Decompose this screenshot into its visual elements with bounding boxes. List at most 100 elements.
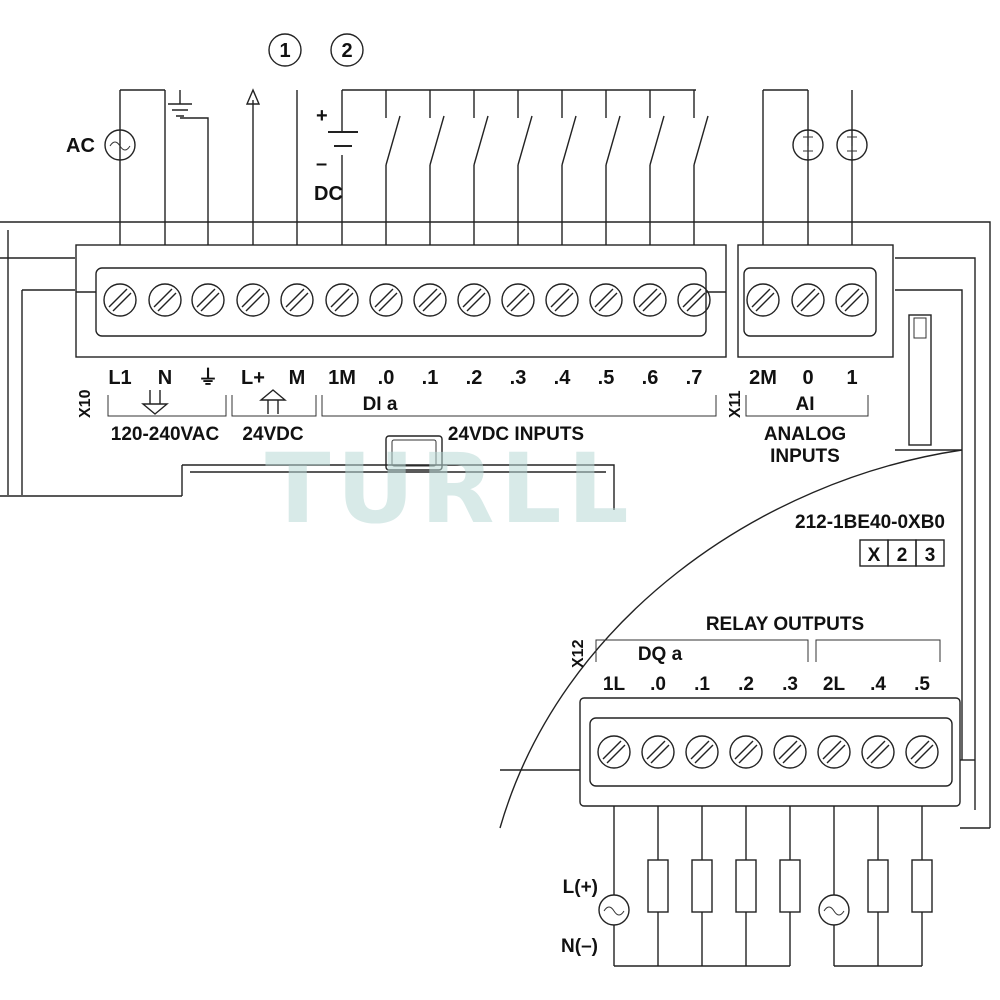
x10-screw-row	[103, 283, 711, 317]
x11-terminal-block	[737, 244, 894, 358]
x11-terminal-label-0: 2M	[749, 367, 777, 389]
dc-plus-label: +	[316, 105, 328, 127]
x11-screw-0	[746, 283, 780, 317]
x10-inputs-title: DI a	[363, 394, 398, 415]
load-3-icon	[779, 806, 801, 966]
x12-screw-row	[597, 735, 939, 769]
input-switch-6-icon	[649, 90, 665, 245]
x10-terminal-label-4: M	[289, 367, 306, 389]
x10-screw-13	[677, 283, 711, 317]
x10-screw-6	[369, 283, 403, 317]
x10-screw-5	[325, 283, 359, 317]
load-supply-1-icon	[598, 894, 630, 926]
x11-screw-2	[835, 283, 869, 317]
x12-screw-5	[817, 735, 851, 769]
x10-terminal-label-13: .7	[686, 367, 703, 389]
x10-screw-2	[191, 283, 225, 317]
x10-group-brackets	[107, 389, 717, 417]
x11-group-line1: ANALOG	[764, 424, 846, 445]
ac-label: AC	[66, 135, 95, 157]
x10-terminal-block	[75, 244, 727, 358]
x10-terminal-label-8: .2	[466, 367, 483, 389]
x10-screw-9	[501, 283, 535, 317]
x10-terminal-label-11: .5	[598, 367, 615, 389]
x10-group-sensor: 24VDC	[242, 424, 304, 445]
x10-group-inputs: 24VDC INPUTS	[448, 424, 584, 445]
x10-terminal-label-5: 1M	[328, 367, 356, 389]
x10-screw-3	[236, 283, 270, 317]
ac-source-symbol	[104, 129, 136, 161]
x12-terminal-label-3: .2	[738, 674, 754, 695]
plc-housing	[0, 221, 991, 829]
x11-group-bracket	[745, 395, 869, 417]
x12-group-title: RELAY OUTPUTS	[706, 614, 864, 635]
dc-minus-label: –	[316, 153, 327, 175]
input-switch-1-icon	[429, 90, 445, 245]
load-l-label: L(+)	[563, 877, 598, 898]
x11-terminal-label-2: 1	[846, 367, 857, 389]
analog-sensor-0-icon	[792, 129, 824, 161]
relay-output-loads	[598, 806, 933, 967]
x12-screw-4	[773, 735, 807, 769]
load-1-icon	[691, 806, 713, 966]
x10-screw-0	[103, 283, 137, 317]
output-arrow-icon	[245, 88, 261, 105]
x12-connector-id: X12	[570, 639, 587, 668]
marker-1-label: 1	[279, 40, 290, 62]
x12-terminal-label-4: .3	[782, 674, 798, 695]
x10-terminal-label-3: L+	[241, 367, 265, 389]
x10-terminal-label-9: .3	[510, 367, 527, 389]
part-number: 212-1BE40-0XB0	[795, 512, 945, 533]
x12-terminal-label-1: .0	[650, 674, 666, 695]
load-4-icon	[867, 806, 889, 966]
marker-2: 2	[330, 33, 364, 67]
load-2-icon	[735, 806, 757, 966]
x10-screw-7	[413, 283, 447, 317]
x12-terminal-label-0: 1L	[603, 674, 626, 695]
x12-screw-1	[641, 735, 675, 769]
input-switch-4-icon	[561, 90, 577, 245]
x12-screw-6	[861, 735, 895, 769]
x10-screw-10	[545, 283, 579, 317]
input-switch-0-icon	[385, 90, 401, 245]
power-in-arrow-icon	[141, 390, 169, 415]
x10-connector-id: X10	[77, 389, 94, 418]
x12-bracket-2	[815, 639, 941, 662]
x10-terminal-label-0: L1	[108, 367, 131, 389]
input-switch-5-icon	[605, 90, 621, 245]
x12-terminal-label-5: 2L	[823, 674, 846, 695]
x10-screw-8	[457, 283, 491, 317]
x12-screw-7	[905, 735, 939, 769]
marker-1: 1	[268, 33, 302, 67]
x11-title: AI	[796, 394, 815, 415]
version-box-2: 2	[897, 545, 908, 566]
sensor-out-arrow-icon	[259, 389, 287, 414]
x12-screw-0	[597, 735, 631, 769]
x11-screw-row	[746, 283, 869, 317]
x11-connector-id: X11	[727, 390, 744, 418]
x12-screw-3	[729, 735, 763, 769]
watermark-text: TURLL	[265, 433, 635, 545]
load-0-icon	[647, 806, 669, 966]
version-box-1: X	[868, 545, 881, 566]
input-switch-2-icon	[473, 90, 489, 245]
x10-terminal-label-12: .6	[642, 367, 659, 389]
top-field-wiring	[104, 88, 868, 245]
load-n-label: N(–)	[561, 936, 598, 957]
x11-group-line2: INPUTS	[770, 446, 840, 467]
load-5-icon	[911, 806, 933, 966]
x10-screw-1	[148, 283, 182, 317]
version-box-3: 3	[925, 545, 936, 566]
x12-sub-title: DQ a	[638, 644, 683, 665]
x12-terminal-label-2: .1	[694, 674, 710, 695]
x11-screw-1	[791, 283, 825, 317]
dc-label: DC	[314, 183, 343, 205]
x10-terminal-label-10: .4	[554, 367, 572, 389]
x10-terminal-label-1: N	[158, 367, 172, 389]
x10-terminal-label-7: .1	[422, 367, 439, 389]
x10-terminal-label-2: ⏚	[198, 366, 218, 389]
input-switch-7-icon	[693, 90, 709, 245]
